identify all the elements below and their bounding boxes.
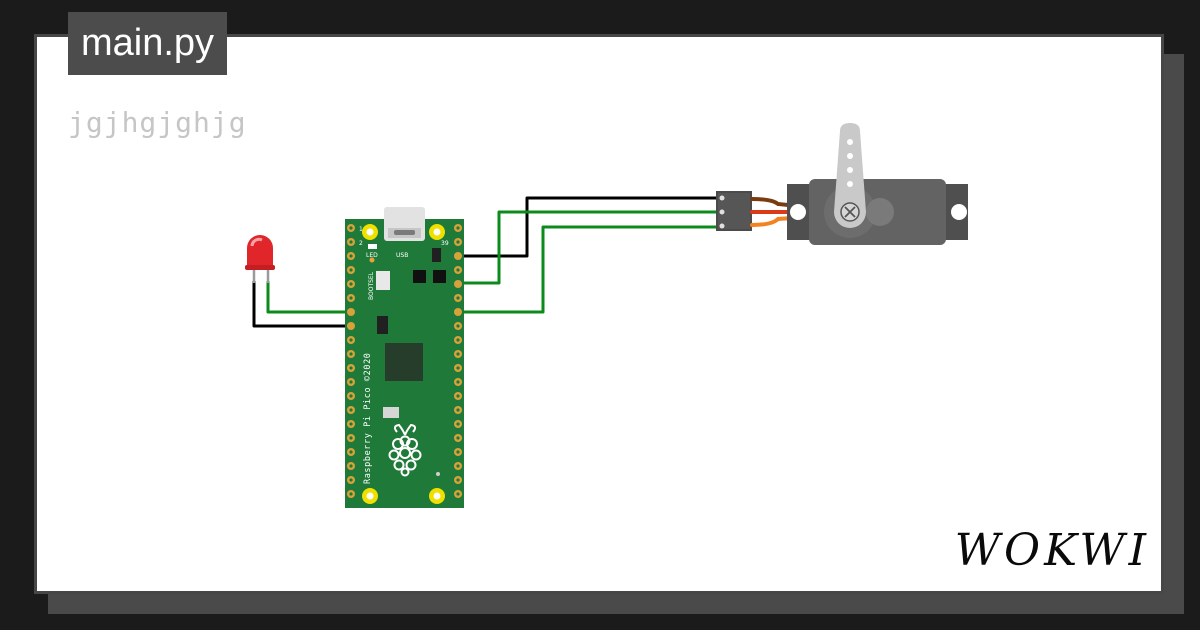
wire-servo-signal[interactable]: [457, 225, 718, 314]
page-title: main.py: [68, 12, 228, 75]
wire-led-anode[interactable]: [266, 281, 357, 314]
pin-label-1: 1: [359, 226, 363, 233]
bootsel-label: BOOTSEL: [368, 271, 375, 300]
pico-board[interactable]: 1 2 39 LED USB BOOTSEL Raspberry Pi Pico…: [345, 207, 464, 508]
pin-label-2: 2: [359, 240, 363, 247]
pin-label-39: 39: [441, 240, 449, 247]
rp2040-chip: [385, 343, 423, 381]
board-logo-text: Raspberry Pi Pico ©2020: [363, 352, 373, 484]
usb-port: [384, 207, 425, 241]
wire-servo-vcc[interactable]: [457, 210, 718, 285]
mounting-holes: [362, 224, 445, 504]
servo-motor[interactable]: [716, 123, 968, 245]
onboard-led: [368, 244, 377, 249]
wokwi-logo: WOKWI: [954, 525, 1150, 576]
project-description: jgjhgjghjg: [68, 106, 247, 139]
project-card: [34, 34, 1164, 594]
wire-led-cathode[interactable]: [252, 281, 357, 328]
wires: [252, 196, 718, 328]
led-label: LED: [366, 252, 378, 259]
red-led[interactable]: [245, 235, 275, 283]
usb-label: USB: [396, 252, 408, 259]
bootsel-button[interactable]: [376, 271, 390, 290]
raspberry-logo-icon: [388, 423, 422, 477]
wire-servo-gnd[interactable]: [457, 196, 718, 258]
